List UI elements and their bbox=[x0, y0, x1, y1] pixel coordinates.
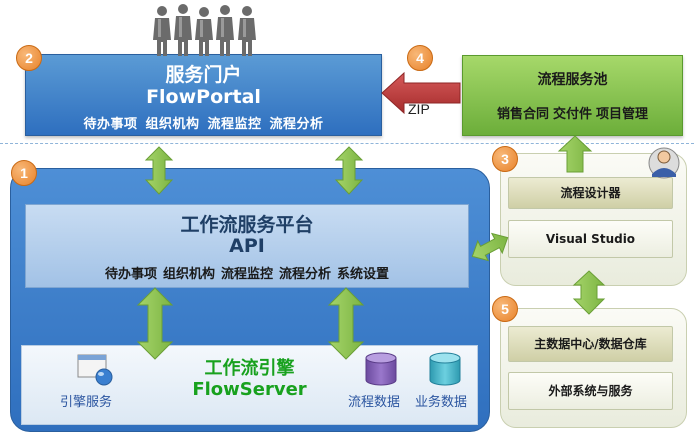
process-data-label: 流程数据 bbox=[348, 395, 401, 410]
platform-item: 流程分析 bbox=[279, 267, 332, 282]
separator-line bbox=[0, 143, 694, 144]
badge-4: 4 bbox=[407, 45, 433, 71]
badge-2: 2 bbox=[16, 45, 42, 71]
portal-title: 服务门户 bbox=[165, 64, 242, 86]
arrow-api-designer bbox=[471, 232, 509, 262]
arrow-designer-external bbox=[572, 270, 606, 315]
pool-item: 项目管理 bbox=[596, 107, 649, 122]
portal-item: 待办事项 bbox=[83, 117, 138, 132]
arrow-api-engine-right bbox=[327, 287, 365, 360]
zip-label: ZIP bbox=[408, 101, 430, 117]
pool-item: 销售合同 bbox=[496, 107, 549, 122]
engine-title: 工作流引擎 bbox=[204, 358, 295, 379]
platform-title: 工作流服务平台 bbox=[180, 214, 314, 236]
arrow-portal-platform-right bbox=[334, 146, 364, 195]
business-data-label: 业务数据 bbox=[415, 395, 468, 410]
pool-title: 流程服务池 bbox=[537, 72, 608, 88]
platform-item: 流程监控 bbox=[220, 267, 273, 282]
pool-items: 销售合同交付件项目管理 bbox=[463, 103, 682, 122]
user-icon bbox=[648, 147, 680, 179]
portal-subtitle: FlowPortal bbox=[146, 86, 261, 108]
visual-studio-item: Visual Studio bbox=[508, 220, 673, 258]
platform-item: 待办事项 bbox=[104, 267, 157, 282]
badge-5: 5 bbox=[492, 296, 518, 322]
process-designer-item: 流程设计器 bbox=[508, 177, 673, 209]
badge-1: 1 bbox=[11, 160, 37, 186]
portal-items: 待办事项组织机构流程监控流程分析 bbox=[26, 113, 381, 132]
service-portal-box: 服务门户 FlowPortal 待办事项组织机构流程监控流程分析 bbox=[25, 54, 382, 136]
server-monitor-icon bbox=[77, 354, 113, 386]
external-systems-item: 外部系统与服务 bbox=[508, 372, 673, 410]
api-box: 工作流服务平台 API 待办事项组织机构流程监控流程分析系统设置 bbox=[25, 204, 469, 288]
portal-item: 流程分析 bbox=[269, 117, 324, 132]
platform-item: 系统设置 bbox=[337, 267, 390, 282]
database-icon-business bbox=[429, 352, 461, 386]
engine-subtitle: FlowServer bbox=[192, 379, 307, 400]
engine-service-label: 引擎服务 bbox=[60, 395, 113, 410]
badge-3: 3 bbox=[492, 146, 518, 172]
people-icon bbox=[153, 4, 256, 56]
platform-item: 组织机构 bbox=[162, 267, 215, 282]
portal-item: 组织机构 bbox=[145, 117, 200, 132]
master-data-item: 主数据中心/数据仓库 bbox=[508, 326, 673, 362]
platform-items: 待办事项组织机构流程监控流程分析系统设置 bbox=[26, 263, 468, 282]
arrow-portal-platform-left bbox=[144, 146, 174, 195]
platform-subtitle: API bbox=[229, 235, 265, 257]
arrow-api-engine-left bbox=[136, 287, 174, 360]
arrow-designer-to-pool bbox=[557, 135, 593, 173]
arrow-pool-to-portal bbox=[381, 71, 461, 115]
process-pool-box: 流程服务池 销售合同交付件项目管理 bbox=[462, 55, 683, 136]
pool-item: 交付件 bbox=[552, 107, 592, 122]
database-icon-process bbox=[365, 352, 397, 386]
portal-item: 流程监控 bbox=[207, 117, 262, 132]
